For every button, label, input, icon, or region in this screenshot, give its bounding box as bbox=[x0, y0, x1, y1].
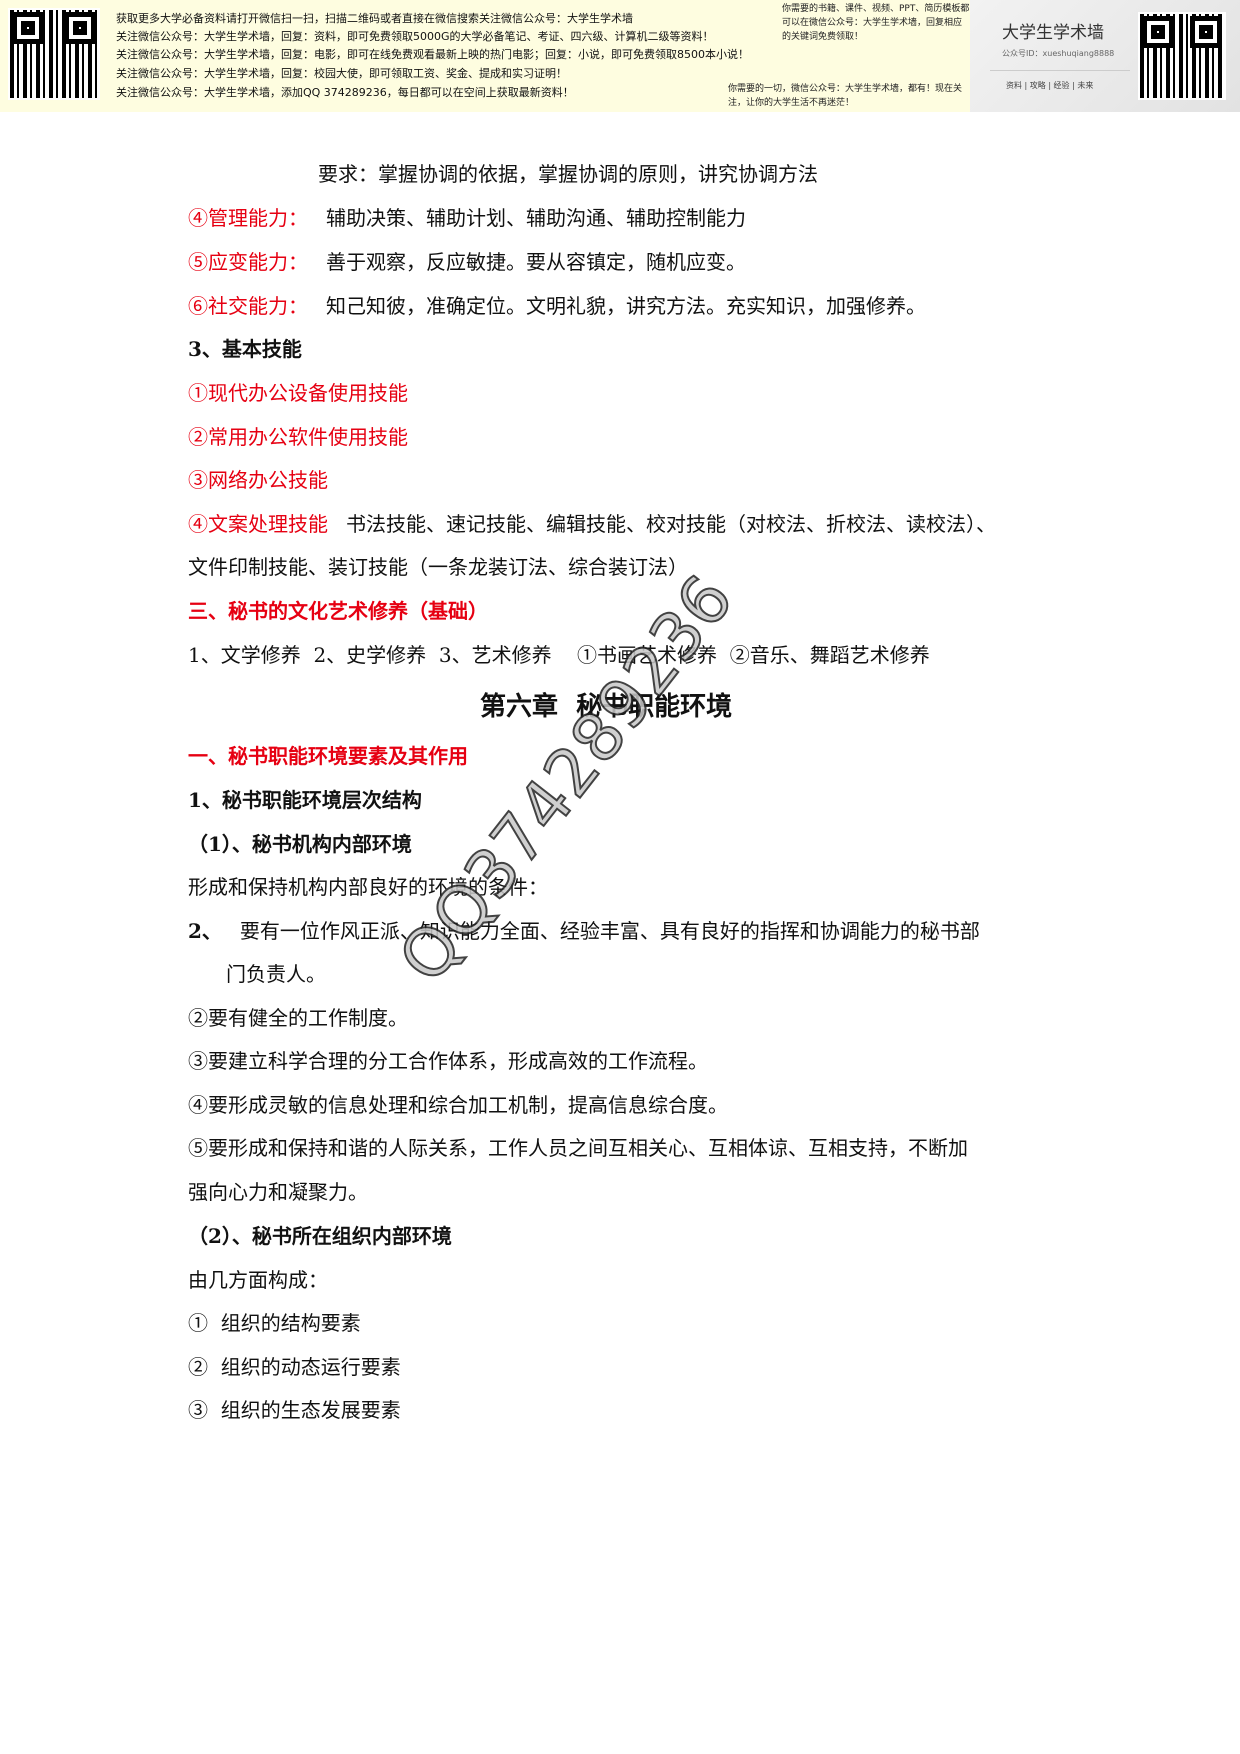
item-label: ⑥社交能力： bbox=[188, 294, 308, 318]
item-label: ④文案处理技能 bbox=[188, 512, 328, 536]
text: 要有一位作风正派、知识能力全面、经验丰富、具有良好的指挥和协调能力的秘书部 bbox=[239, 919, 980, 943]
banner-line: 关注微信公众号：大学生学术墙，回复：电影，即可在线免费观看最新上映的热门电影；回… bbox=[116, 48, 749, 61]
text-line: ②要有健全的工作制度。 bbox=[188, 1006, 408, 1030]
card-divider bbox=[990, 70, 1130, 71]
card-tags: 资料 | 攻略 | 经验 | 未来 bbox=[1006, 81, 1094, 90]
banner-line: 关注微信公众号：大学生学术墙，回复：校园大使，即可领取工资、奖金、提成和实习证明… bbox=[116, 67, 567, 80]
text-line: 1、文学修养 2、史学修养 3、艺术修养 ①书画艺术修养 ②音乐、舞蹈艺术修养 bbox=[188, 643, 930, 667]
text-line: ①现代办公设备使用技能 bbox=[188, 381, 408, 405]
text-line: ②常用办公软件使用技能 bbox=[188, 425, 408, 449]
list-item: ③ 组织的生态发展要素 bbox=[188, 1398, 401, 1422]
heading: （2）、秘书所在组织内部环境 bbox=[188, 1224, 452, 1248]
text-line: 由几方面构成： bbox=[188, 1268, 328, 1292]
text-line: 要求：掌握协调的依据，掌握协调的原则，讲究协调方法 bbox=[318, 162, 818, 186]
card-id: 公众号ID：xueshuqiang8888 bbox=[1002, 49, 1115, 58]
text: 书法技能、速记技能、编辑技能、校对技能（对校法、折校法、读校法）、 bbox=[346, 512, 996, 536]
list-item: ② 组织的动态运行要素 bbox=[188, 1355, 401, 1379]
item-label: ④管理能力： bbox=[188, 206, 308, 230]
text: 辅助决策、辅助计划、辅助沟通、辅助控制能力 bbox=[326, 206, 746, 230]
heading: 1、秘书职能环境层次结构 bbox=[188, 788, 422, 812]
banner-line: 关注微信公众号：大学生学术墙，添加QQ 374289236，每日都可以在空间上获… bbox=[116, 86, 574, 99]
ad-banner: 获取更多大学必备资料请打开微信扫一扫，扫描二维码或者直接在微信搜索关注微信公众号… bbox=[0, 0, 1240, 112]
text: 善于观察，反应敏捷。要从容镇定，随机应变。 bbox=[326, 250, 746, 274]
heading: （1）、秘书机构内部环境 bbox=[188, 832, 412, 856]
item-label: ⑤应变能力： bbox=[188, 250, 308, 274]
banner-side-text: 你需要的一切，微信公众号：大学生学术墙，都有！现在关注，让你的大学生活不再迷茫！ bbox=[728, 84, 963, 108]
banner-side-text: 你需要的书籍、课件、视频、PPT、简历模板都可以在微信公众号：大学生学术墙，回复… bbox=[782, 4, 970, 42]
text-line: ⑤要形成和保持和谐的人际关系，工作人员之间互相关心、互相体谅、互相支持，不断加 bbox=[188, 1136, 968, 1160]
text-line: ③网络办公技能 bbox=[188, 468, 328, 492]
card-title: 大学生学术墙 bbox=[1002, 23, 1104, 43]
banner-line: 关注微信公众号：大学生学术墙，回复：资料，即可免费领取5000G的大学必备笔记、… bbox=[116, 30, 714, 43]
text-line: 文件印制技能、装订技能（一条龙装订法、综合装订法） bbox=[188, 555, 688, 579]
list-item: ① 组织的结构要素 bbox=[188, 1311, 361, 1335]
text-line: 形成和保持机构内部良好的环境的条件： bbox=[188, 875, 548, 899]
heading: 一、秘书职能环境要素及其作用 bbox=[188, 744, 468, 768]
heading: 3、基本技能 bbox=[188, 337, 302, 361]
text-line: ④要形成灵敏的信息处理和综合加工机制，提高信息综合度。 bbox=[188, 1093, 728, 1117]
text-line: 门负责人。 bbox=[226, 962, 326, 986]
item-number: 2、 bbox=[188, 919, 222, 943]
banner-line: 获取更多大学必备资料请打开微信扫一扫，扫描二维码或者直接在微信搜索关注微信公众号… bbox=[116, 12, 633, 25]
text: 知己知彼，准确定位。文明礼貌，讲究方法。充实知识，加强修养。 bbox=[326, 294, 926, 318]
heading: 三、秘书的文化艺术修养（基础） bbox=[188, 599, 488, 623]
chapter-title: 第六章 秘书职能环境 bbox=[480, 692, 733, 722]
account-card: 大学生学术墙 公众号ID：xueshuqiang8888 资料 | 攻略 | 经… bbox=[970, 0, 1240, 112]
text-line: ③要建立科学合理的分工合作体系，形成高效的工作流程。 bbox=[188, 1049, 708, 1073]
text-line: 强向心力和凝聚力。 bbox=[188, 1180, 368, 1204]
qr-code-icon bbox=[8, 8, 100, 100]
qr-code-icon bbox=[1138, 12, 1226, 100]
